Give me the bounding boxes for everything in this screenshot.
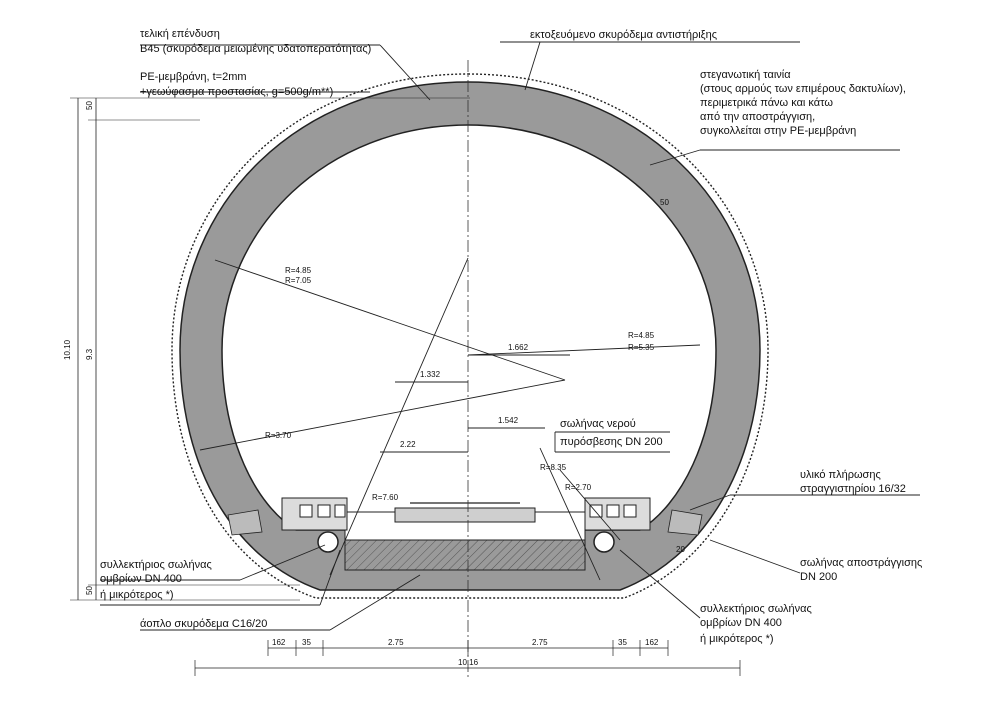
dim-bottom-f: 162 [645,638,659,647]
cable-duct-left-2 [317,504,331,518]
label-collector-left-2: ομβρίων DN 400 [100,573,182,585]
lean-concrete-slab [344,539,586,571]
label-filter-1: υλικό πλήρωσης [800,469,881,481]
collector-pipe-left [317,531,339,553]
radius-line-left [214,259,566,381]
radius-line-invert-right [539,447,601,581]
label-pe-membrane-2: +γεωύφασμα προστασίας, g=500g/m**) [140,86,333,98]
radius-line-bottom [199,379,566,451]
radius-line-right [467,344,701,356]
cable-duct-right-3 [623,504,637,518]
drain-filter-left [227,509,263,536]
label-collector-left-3: ή μικρότερος *) [100,589,174,601]
dim-bottom-a: 162 [272,638,286,647]
dim-offset-2: 1.332 [420,370,441,379]
dim-offset-1: 1.662 [508,343,529,352]
dim-bottom-e: 35 [618,638,627,647]
label-collector-right-2: ομβρίων DN 400 [700,617,782,629]
dim-radius-bottom-left: R=3.70 [265,431,292,440]
label-waterstop-3: περιμετρικά πάνω και κάτω [700,97,833,109]
dim-height-total: 10.10 [63,339,72,360]
dim-bottom-ticks [194,640,741,676]
dim-radius-outer-left: R=7.05 [285,276,312,285]
label-pe-membrane: PE-μεμβράνη, t=2mm [140,71,247,83]
label-collector-left-1: συλλεκτήριος σωλήνας [100,559,212,571]
label-waterstop-2: (στους αρμούς των επιμέρους δακτυλίων), [700,83,906,95]
cable-duct-left-3 [334,504,346,518]
label-waterstop-5: συγκολλείται στην PE-μεμβράνη [700,125,856,137]
drain-filter-right [667,509,703,536]
dim-radius-outer-right: R=5.35 [628,343,655,352]
dim-radius-inner-right: R=4.85 [628,331,655,340]
dim-drain-offset: 20 [676,545,685,554]
pavement-platform [394,507,536,523]
shotcrete-outline [171,73,769,599]
radius-line-steep [329,257,469,576]
label-drain-1: σωλήνας αποστράγγισης [800,557,922,569]
dim-bottom-b: 35 [302,638,311,647]
label-filter-2: στραγγιστηρίου 16/32 [800,483,906,495]
label-drain-2: DN 200 [800,571,837,583]
dim-height-mid: 9.3 [85,348,94,360]
dim-offset-4: 2.22 [400,440,416,449]
dim-bottom-c: 2.75 [388,638,404,647]
label-collector-right-1: συλλεκτήριος σωλήνας [700,603,812,615]
label-waterstop-1: στεγανωτική ταινία [700,69,791,81]
collector-pipe-right [593,531,615,553]
label-fire-pipe-2: πυρόσβεσης DN 200 [560,436,663,448]
label-collector-right-3: ή μικρότερος *) [700,633,774,645]
dim-radius-invert-b: R=8.35 [540,463,567,472]
dim-radius-invert-c: R=2.70 [565,483,592,492]
dim-offset-3: 1.542 [498,416,519,425]
dim-radius-invert-a: R=7.60 [372,493,399,502]
cable-duct-left-1 [299,504,313,518]
cable-duct-right-2 [606,504,620,518]
label-shotcrete: εκτοξευόμενο σκυρόδεμα αντιστήριξης [530,29,717,41]
radius-line-invert-right-2 [559,469,621,541]
label-waterstop-4: από την αποστράγγιση, [700,111,815,123]
label-fire-pipe-1: σωλήνας νερού [560,418,636,430]
label-final-lining: τελική επένδυση [140,28,220,40]
dim-height-bottom: 50 [85,586,94,595]
dim-bottom-d: 2.75 [532,638,548,647]
dim-height-top: 50 [85,101,94,110]
dim-radius-inner-left: R=4.85 [285,266,312,275]
leader-lines [100,41,920,631]
dim-lining-thickness: 50 [660,198,669,207]
label-lean-concrete: άοπλο σκυρόδεμα C16/20 [140,618,267,630]
dim-width-total: 10.16 [458,658,479,667]
label-final-lining-2: B45 (σκυρόδεμα μειωμένης υδατοπερατότητα… [140,43,371,55]
